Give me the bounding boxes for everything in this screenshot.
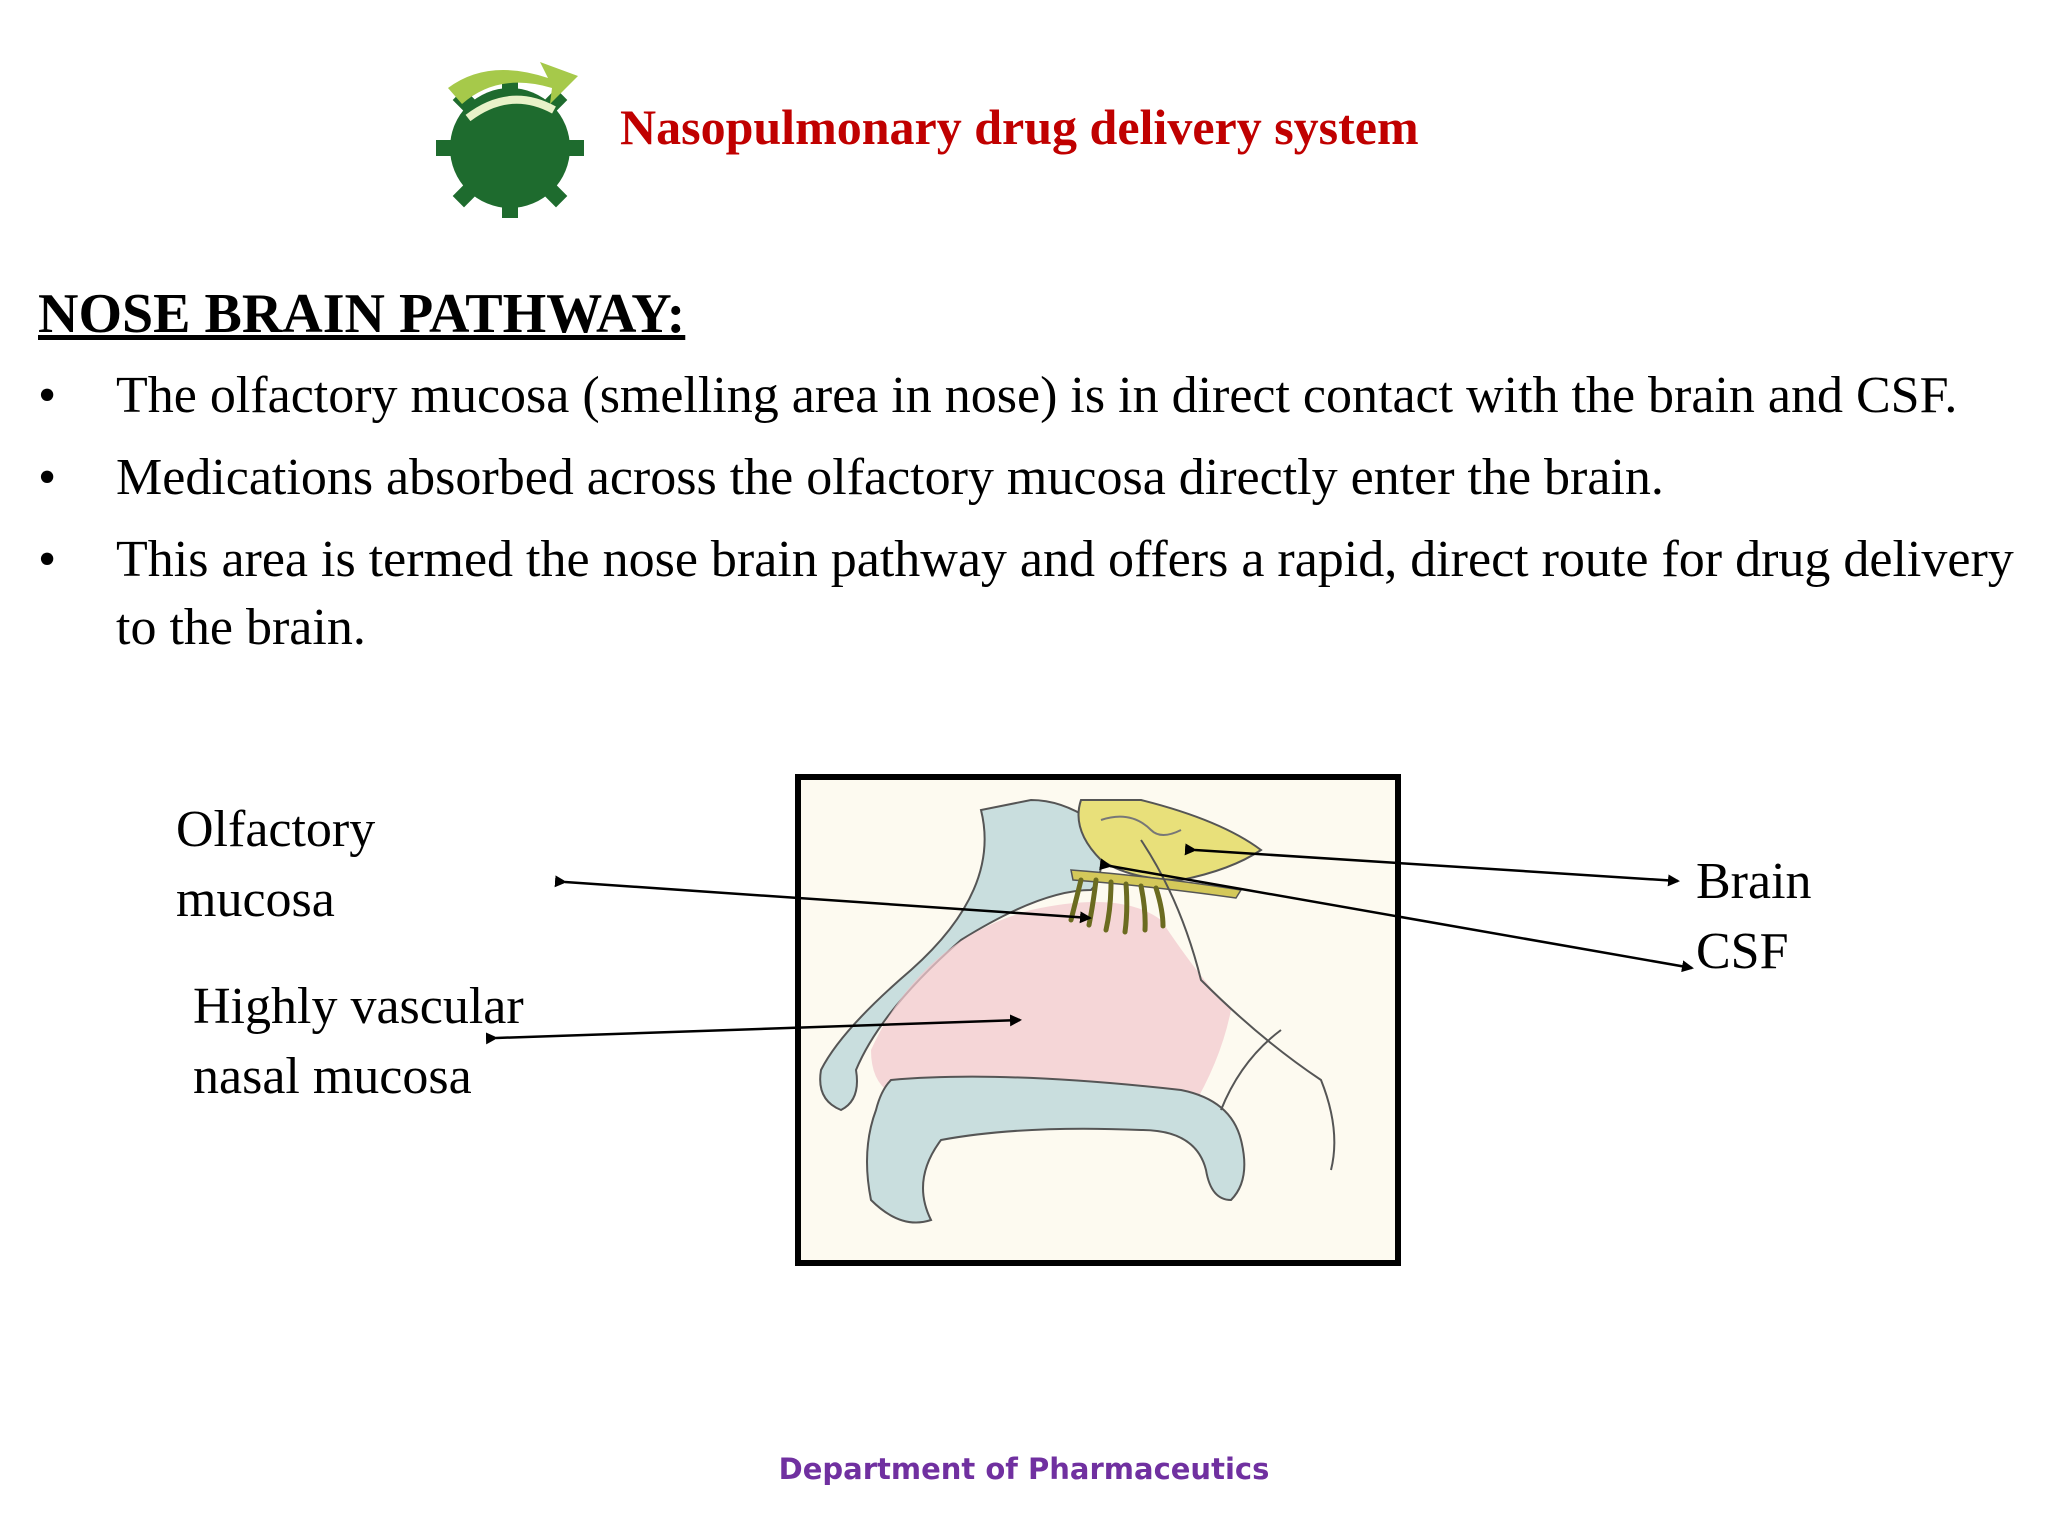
bullet-text: The olfactory mucosa (smelling area in n…	[116, 367, 1958, 424]
label-vascular-nasal-mucosa: Highly vascular nasal mucosa	[193, 978, 524, 1105]
label-olfactory-mucosa: Olfactory mucosa	[176, 801, 376, 928]
section-heading: NOSE BRAIN PATHWAY:	[38, 283, 686, 345]
bullet-item: • This area is termed the nose brain pat…	[38, 526, 2028, 662]
bullet-symbol: •	[38, 449, 57, 506]
slide-title: Nasopulmonary drug delivery system	[620, 99, 1419, 155]
label-brain: Brain	[1696, 853, 1812, 910]
bullet-symbol: •	[38, 531, 57, 588]
bullet-list: • The olfactory mucosa (smelling area in…	[38, 362, 2028, 676]
nasal-anatomy-diagram	[795, 774, 1401, 1266]
nasal-cavity-illustration	[819, 798, 1336, 1224]
bullet-item: • The olfactory mucosa (smelling area in…	[38, 362, 2028, 430]
footer-department: Department of Pharmaceutics	[778, 1452, 1270, 1486]
bullet-text: This area is termed the nose brain pathw…	[116, 531, 2014, 656]
gear-logo-icon	[436, 62, 584, 218]
bullet-item: • Medications absorbed across the olfact…	[38, 444, 2028, 512]
bullet-symbol: •	[38, 367, 57, 424]
bullet-text: Medications absorbed across the olfactor…	[116, 449, 1664, 506]
logo	[428, 48, 598, 218]
label-csf: CSF	[1696, 923, 1789, 980]
